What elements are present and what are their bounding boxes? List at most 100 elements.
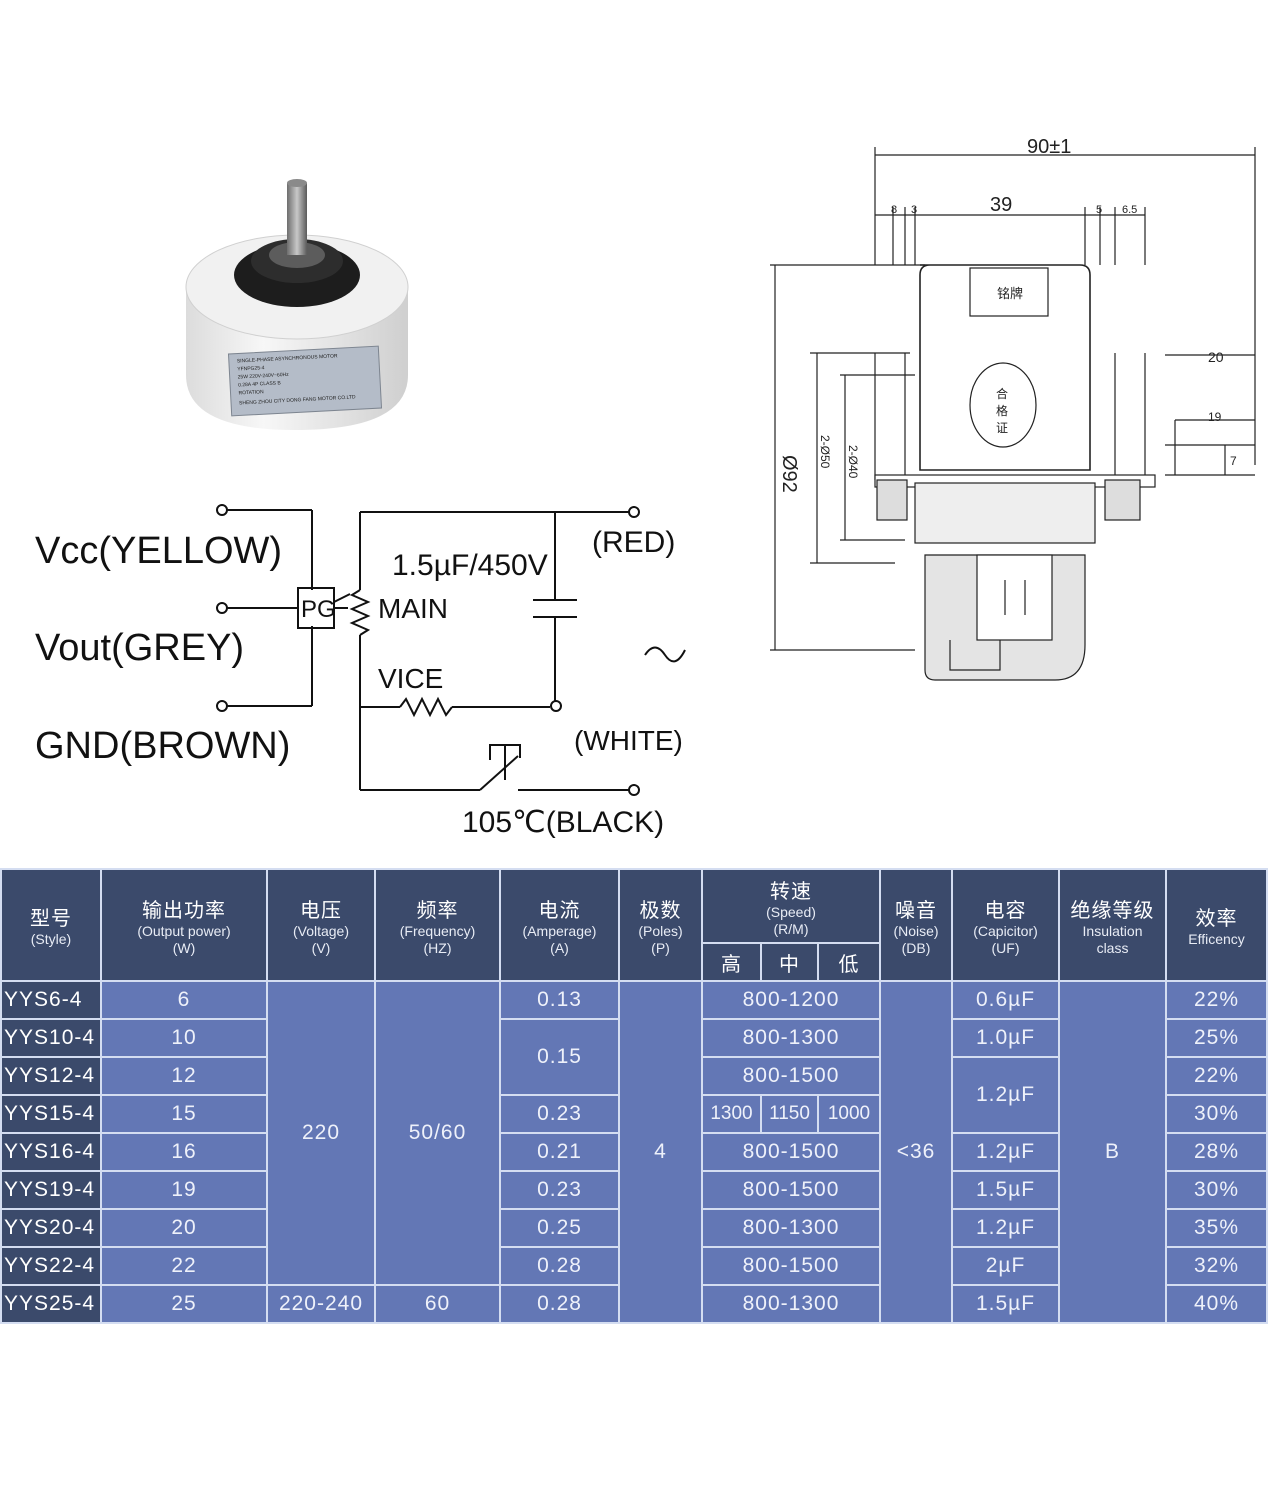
cell-capacitor: 1.2µF xyxy=(951,1132,1061,1172)
dim-5: 5 xyxy=(1096,204,1102,216)
header-speed: 转速(Speed)(R/M) xyxy=(700,868,882,944)
main-label: MAIN xyxy=(378,593,448,624)
cell-frequency: 60 xyxy=(374,1284,501,1324)
cell-efficiency: 30% xyxy=(1165,1170,1269,1210)
cell-current: 0.23 xyxy=(499,1170,620,1210)
cell-model: YYS15-4 xyxy=(0,1094,102,1134)
vcc-label: Vcc(YELLOW) xyxy=(35,530,282,572)
cell-power: 15 xyxy=(100,1094,268,1134)
cell-efficiency: 35% xyxy=(1165,1208,1269,1248)
cell-power: 6 xyxy=(100,980,268,1020)
cell-frequency-shared: 50/60 xyxy=(374,980,501,1286)
cell-noise-shared: <36 xyxy=(879,980,954,1324)
header-speed-mid: 中 xyxy=(760,942,819,982)
table-row: YYS15-4 15 0.23 1300 1150 1000 30% xyxy=(0,1094,1269,1134)
svg-text:25W 220V-240V~60Hz: 25W 220V-240V~60Hz xyxy=(238,372,290,381)
cell-efficiency: 22% xyxy=(1165,980,1269,1020)
header-poles: 极数(Poles)(P) xyxy=(618,868,703,982)
cell-capacitor: 1.2µF xyxy=(951,1208,1061,1248)
cell-speed: 800-1300 xyxy=(700,1208,882,1248)
cell-capacitor: 1.5µF xyxy=(951,1170,1061,1210)
cell-speed: 800-1300 xyxy=(700,1018,882,1058)
spec-table: 型号(Style) 输出功率(Output power)(W) 电压(Volta… xyxy=(0,868,1269,1324)
capacitor-label: 1.5µF/450V xyxy=(392,549,548,582)
table-row: YYS16-4 16 0.21 800-1500 1.2µF 28% xyxy=(0,1132,1269,1172)
table-row: YYS20-4 20 0.25 800-1300 1.2µF 35% xyxy=(0,1208,1269,1248)
table-row: YYS12-4 12 800-1500 1.2µF 22% xyxy=(0,1056,1269,1134)
cell-model: YYS20-4 xyxy=(0,1208,102,1248)
cell-voltage: 220-240 xyxy=(266,1284,376,1324)
cell-speed-low: 1000 xyxy=(816,1094,882,1134)
qc-label-2: 格 xyxy=(996,403,1008,418)
dim-diameter-50: 2-Ø50 xyxy=(818,435,832,469)
cell-speed: 800-1200 xyxy=(700,980,882,1020)
cell-model: YYS12-4 xyxy=(0,1056,102,1096)
cell-model: YYS19-4 xyxy=(0,1170,102,1210)
wiring-diagram: Vcc(YELLOW) Vout(GREY) GND(BROWN) PG MAI… xyxy=(35,504,686,839)
cell-current: 0.28 xyxy=(499,1284,620,1324)
cell-speed: 800-1500 xyxy=(700,1056,882,1096)
cell-power: 20 xyxy=(100,1208,268,1248)
cell-speed: 800-1300 xyxy=(700,1284,882,1324)
qc-label-1: 合 xyxy=(996,386,1008,401)
vout-label: Vout(GREY) xyxy=(35,627,244,669)
dim-diameter-40: 2-Ø40 xyxy=(846,445,860,479)
table-row: YYS19-4 19 0.23 800-1500 1.5µF 30% xyxy=(0,1170,1269,1210)
nameplate-label: 铭牌 xyxy=(997,286,1023,301)
svg-text:YFNPG25-4: YFNPG25-4 xyxy=(237,365,265,372)
header-capacitor: 电容(Capicitor)(UF) xyxy=(951,868,1061,982)
gnd-label: GND(BROWN) xyxy=(35,725,290,767)
header-voltage: 电压(Voltage)(V) xyxy=(266,868,376,982)
cell-efficiency: 28% xyxy=(1165,1132,1269,1172)
cell-power: 19 xyxy=(100,1170,268,1210)
cell-power: 25 xyxy=(100,1284,268,1324)
cell-current: 0.28 xyxy=(499,1246,620,1286)
pg-label: PG xyxy=(301,596,336,623)
qc-label-3: 证 xyxy=(996,421,1008,435)
cell-power: 16 xyxy=(100,1132,268,1172)
cell-insulation-shared: B xyxy=(1058,980,1168,1324)
cell-efficiency: 25% xyxy=(1165,1018,1269,1058)
table-row: YYS25-4 25 220-240 60 0.28 800-1300 1.5µ… xyxy=(0,1284,1269,1324)
dim-19: 19 xyxy=(1208,410,1222,424)
motor-photo: SINGLE-PHASE ASYNCHRONOUS MOTOR YFNPG25-… xyxy=(185,179,409,430)
cell-power: 12 xyxy=(100,1056,268,1096)
cell-capacitor: 2µF xyxy=(951,1246,1061,1286)
cell-current-shared: 0.15 xyxy=(499,1018,620,1096)
cell-power: 22 xyxy=(100,1246,268,1286)
dim-width: 90±1 xyxy=(1027,136,1071,158)
black-label: 105℃(BLACK) xyxy=(462,806,664,839)
cell-poles-shared: 4 xyxy=(618,980,703,1324)
dim-6-5: 6.5 xyxy=(1122,204,1137,216)
red-label: (RED) xyxy=(592,526,675,559)
cell-speed: 800-1500 xyxy=(700,1132,882,1172)
cell-current: 0.25 xyxy=(499,1208,620,1248)
dim-20: 20 xyxy=(1208,349,1224,365)
cell-capacitor: 1.0µF xyxy=(951,1018,1061,1058)
table-row: YYS22-4 22 0.28 800-1500 2µF 32% xyxy=(0,1246,1269,1286)
cell-efficiency: 30% xyxy=(1165,1094,1269,1134)
header-model: 型号(Style) xyxy=(0,868,102,982)
svg-text:SINGLE-PHASE ASYNCHRONOUS MOTO: SINGLE-PHASE ASYNCHRONOUS MOTOR xyxy=(237,353,338,364)
dim-8: 8 xyxy=(891,204,897,216)
cell-model: YYS16-4 xyxy=(0,1132,102,1172)
cell-model: YYS22-4 xyxy=(0,1246,102,1286)
cell-efficiency: 32% xyxy=(1165,1246,1269,1286)
dim-diameter-92: Ø92 xyxy=(778,455,800,493)
cell-efficiency: 22% xyxy=(1165,1056,1269,1096)
table-row: YYS10-4 10 0.15 800-1300 1.0µF 25% xyxy=(0,1018,1269,1096)
cell-voltage-shared: 220 xyxy=(266,980,376,1286)
dim-39: 39 xyxy=(990,194,1012,216)
dim-7: 7 xyxy=(1230,454,1237,468)
technical-drawing: 90±1 39 8 3 5 6.5 20 19 7 Ø92 2-Ø50 2-Ø4… xyxy=(770,136,1256,681)
header-frequency: 频率(Frequency)(HZ) xyxy=(374,868,501,982)
header-noise: 噪音(Noise)(DB) xyxy=(879,868,954,982)
cell-speed: 800-1500 xyxy=(700,1170,882,1210)
header-power: 输出功率(Output power)(W) xyxy=(100,868,268,982)
cell-model: YYS10-4 xyxy=(0,1018,102,1058)
cell-speed-mid: 1150 xyxy=(760,1094,819,1134)
header-speed-high: 高 xyxy=(701,942,762,982)
svg-text:0.28A 4P CLASS B: 0.28A 4P CLASS B xyxy=(238,380,282,388)
